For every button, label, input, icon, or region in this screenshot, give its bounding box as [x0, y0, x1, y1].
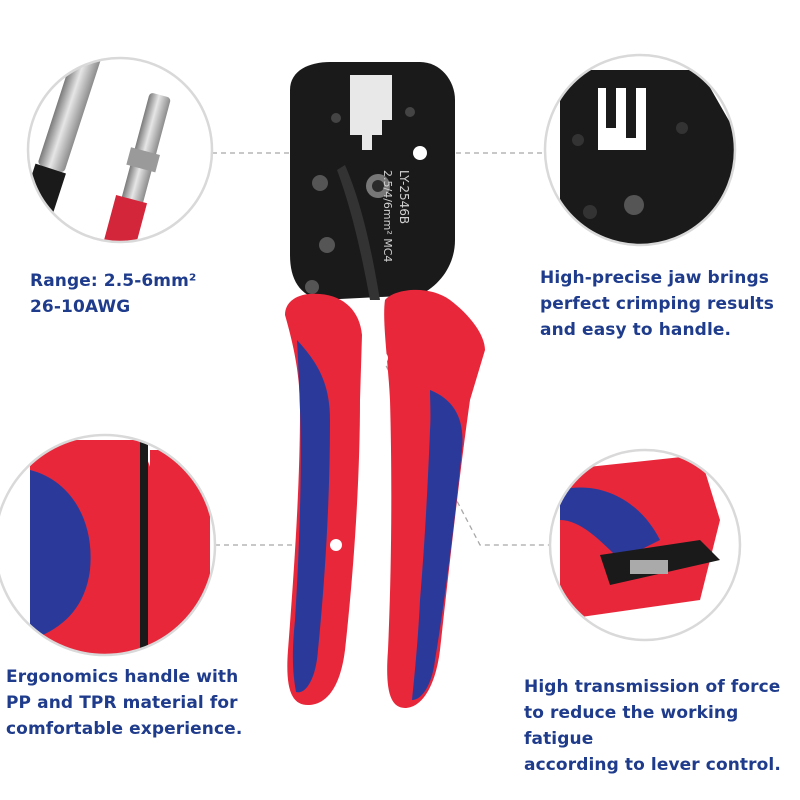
range-caption: Range: 2.5-6mm² 26-10AWG	[30, 271, 197, 317]
force-caption: High transmission of force to reduce the…	[524, 677, 781, 775]
handle-grip-detail	[0, 433, 217, 657]
leader-line-force	[381, 357, 550, 546]
jaw-closeup-detail	[543, 53, 737, 247]
jaw-caption: High-precise jaw brings perfect crimping…	[540, 268, 774, 340]
tool-spec-marking: 2.5/4/6mm² MC4	[381, 170, 394, 262]
crimping-tool: LY-2546B 2.5/4/6mm² MC4	[285, 62, 485, 708]
tool-jaw-die	[350, 75, 392, 150]
terminal-pins-detail	[26, 56, 214, 244]
tool-model-marking: LY-2546B	[397, 170, 411, 224]
left-handle-grip	[292, 340, 330, 693]
lever-mechanism-detail	[548, 448, 742, 642]
handle-caption: Ergonomics handle with PP and TPR materi…	[6, 667, 243, 739]
right-handle-grip	[412, 390, 463, 700]
